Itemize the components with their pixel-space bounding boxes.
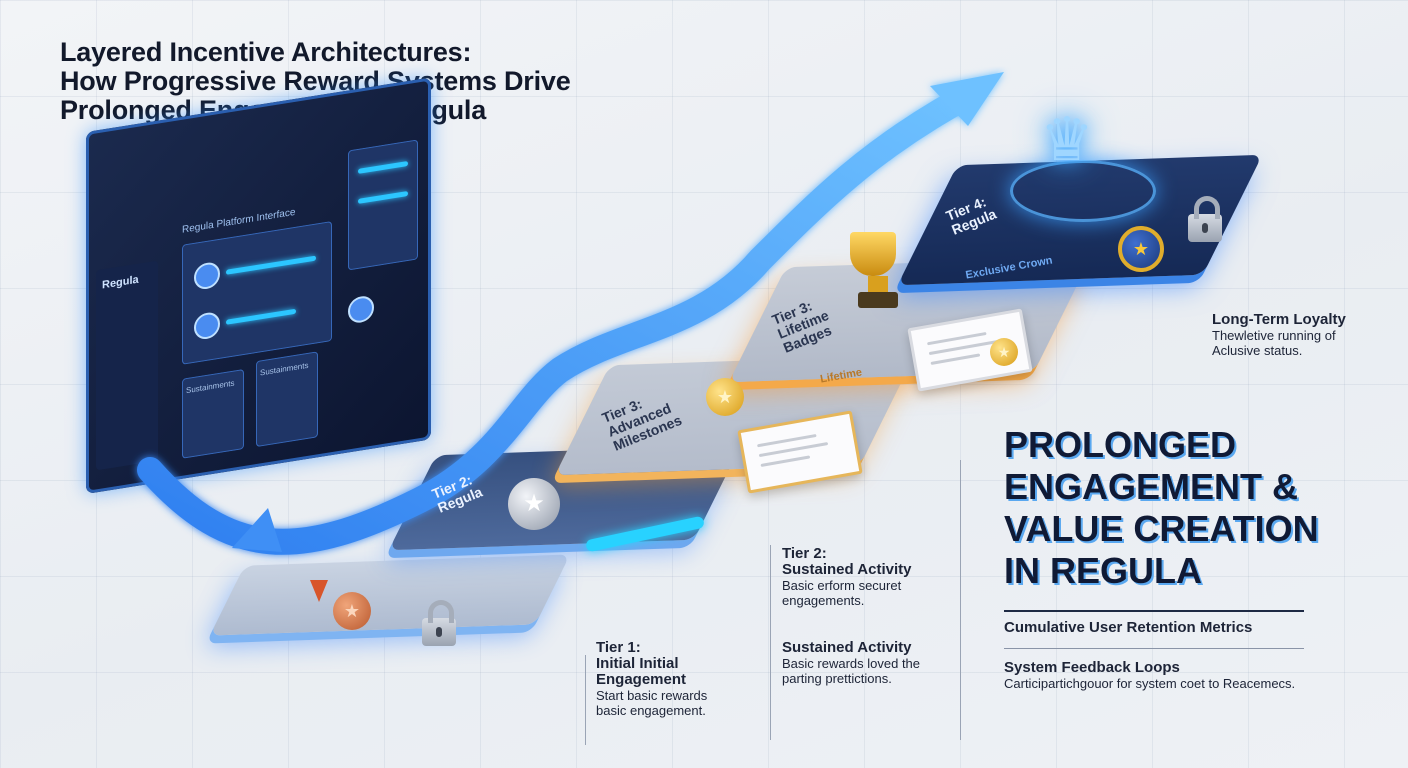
trophy-base xyxy=(858,292,898,308)
medal-icon: ★ xyxy=(990,338,1018,366)
headline: PROLONGED ENGAGEMENT & VALUE CREATION IN… xyxy=(1004,424,1319,591)
medal-icon: ★ xyxy=(706,378,744,416)
lock-icon xyxy=(1188,196,1222,242)
title-line-1: Layered Incentive Architectures: xyxy=(60,37,472,67)
divider xyxy=(960,460,961,740)
metrics-rule xyxy=(1004,648,1304,649)
sustained-activity-note: Sustained Activity Basic rewards loved t… xyxy=(782,639,921,687)
arrow-head-left-icon xyxy=(232,508,282,552)
arrow-head-icon xyxy=(930,72,1004,126)
divider xyxy=(770,545,771,740)
tier-2-note: Tier 2: Sustained Activity Basic erform … xyxy=(782,545,912,609)
long-term-loyalty-note: Long-Term Loyalty Thewletive running of … xyxy=(1212,311,1346,359)
medal-icon: ★ xyxy=(508,478,560,530)
headline-rule xyxy=(1004,610,1304,612)
trophy-stem xyxy=(868,276,888,294)
medal-icon: ★ xyxy=(1118,226,1164,272)
retention-metrics-label: Cumulative User Retention Metrics xyxy=(1004,619,1253,636)
title-line-2: How Progressive Reward Systems Drive xyxy=(60,66,571,96)
tier-1-note: Tier 1: Initial Initial Engagement Start… xyxy=(596,639,708,719)
crown-icon: ♛ xyxy=(1040,106,1094,173)
lock-icon xyxy=(422,600,456,646)
trophy-icon xyxy=(850,232,896,276)
feedback-loops-note: System Feedback Loops Carticipartichgouo… xyxy=(1004,659,1296,692)
arrow-icon xyxy=(137,87,973,555)
glow-ring xyxy=(1010,160,1156,222)
medal-icon: ★ xyxy=(333,592,371,630)
ribbon-icon xyxy=(310,580,328,602)
divider xyxy=(585,655,586,745)
